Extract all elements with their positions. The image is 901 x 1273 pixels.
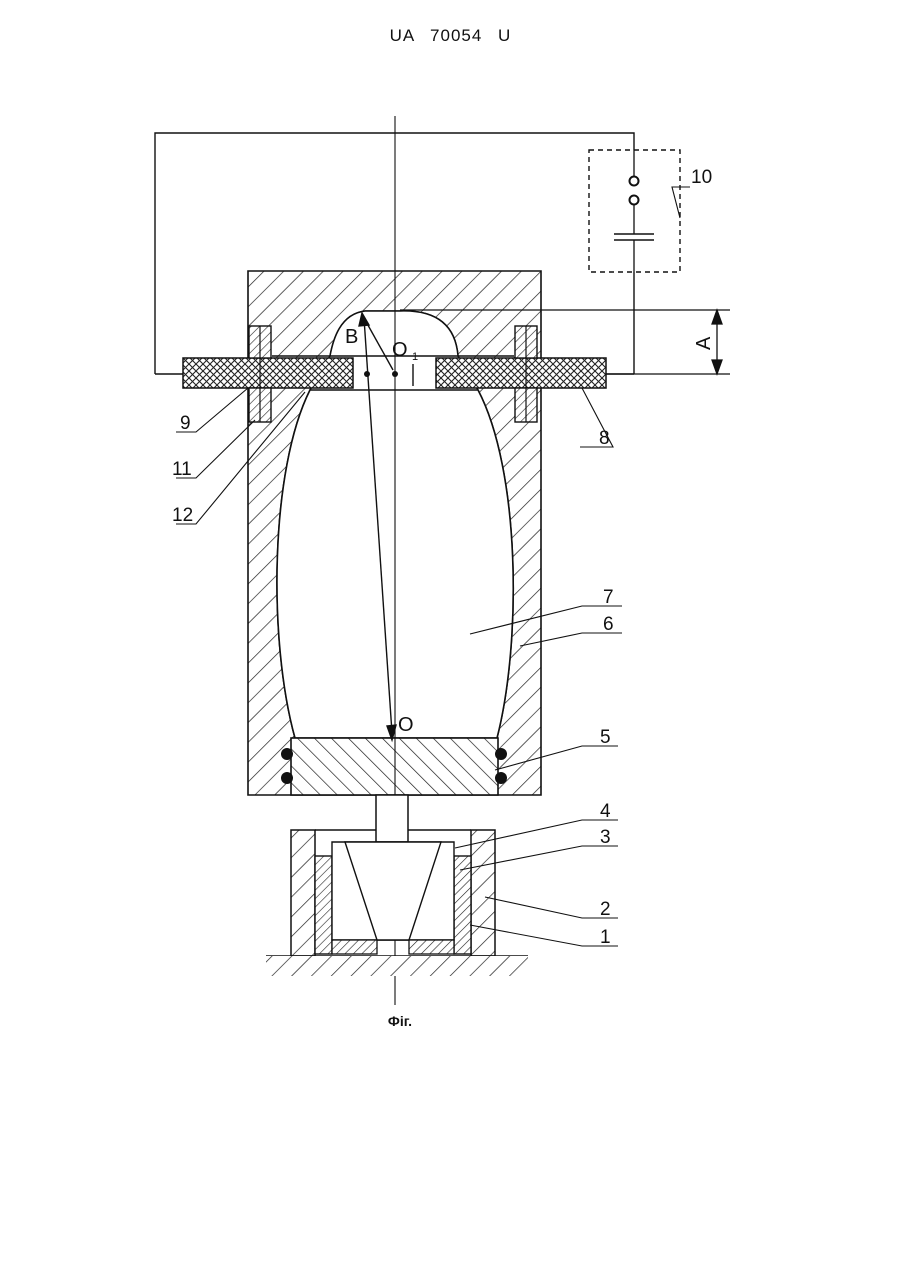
figure-caption: Фіг. (370, 1013, 430, 1029)
part-label-4: 4 (600, 801, 611, 822)
part-label-10: 10 (691, 167, 712, 188)
part-label-9: 9 (180, 413, 191, 434)
part-label-1: 1 (600, 927, 611, 948)
pulse-generator-block (589, 150, 680, 272)
part-label-3: 3 (600, 827, 611, 848)
label-O: O (398, 714, 414, 736)
lower-assembly (266, 830, 528, 976)
label-B: B (345, 326, 358, 348)
part-label-6: 6 (603, 614, 614, 635)
part-label-2: 2 (600, 899, 611, 920)
stem (376, 795, 408, 842)
label-A: A (693, 336, 715, 350)
part-label-7: 7 (603, 587, 614, 608)
part-label-8: 8 (599, 428, 610, 449)
part-label-12: 12 (172, 505, 193, 526)
spark-gap (364, 364, 413, 386)
piston (281, 738, 507, 795)
part-label-5: 5 (600, 727, 611, 748)
label-O1-subscript: 1 (412, 351, 418, 363)
label-O1: O (392, 339, 408, 361)
part-label-11: 11 (172, 459, 192, 480)
